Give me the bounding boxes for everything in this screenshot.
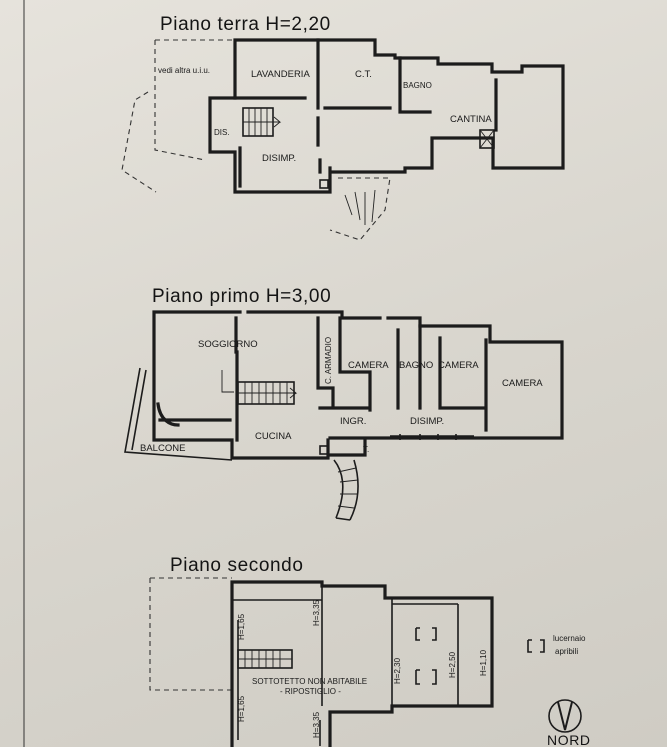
first-camera1-label: CAMERA <box>348 360 389 371</box>
second-floor-title: Piano secondo <box>170 555 304 576</box>
second-height-230: H=2,30 <box>393 657 402 684</box>
second-height-110: H=1,10 <box>479 649 488 676</box>
second-height-335a: H=3,35 <box>312 599 321 626</box>
ground-floor-walls <box>208 38 565 194</box>
first-soggiorno-label: SOGGIORNO <box>198 339 258 350</box>
north-label: NORD <box>547 732 591 747</box>
second-floor-walls <box>230 580 494 747</box>
ground-ct-label: C.T. <box>355 69 372 80</box>
second-height-165a: H=1,65 <box>237 613 246 640</box>
ground-cantina-label: CANTINA <box>450 114 492 125</box>
first-floor-partitions <box>156 316 488 442</box>
ground-dis-label: DIS. <box>214 128 230 137</box>
first-c-armadio-label: C. ARMADIO <box>324 337 333 384</box>
first-camera2-label: CAMERA <box>438 360 479 371</box>
first-bagno-label: BAGNO <box>399 360 433 371</box>
north-arrow: NORD <box>547 699 591 747</box>
first-floor-plan: Piano primo H=3,00 SOGGIORNO C. ARMADIO … <box>124 286 564 521</box>
ground-note-label: vedi altra u.i.u. <box>158 66 210 75</box>
first-corridor-windows <box>390 434 474 440</box>
first-balcone-label: BALCONE <box>140 443 185 454</box>
second-floor-partitions <box>232 586 459 746</box>
first-floor-title: Piano primo H=3,00 <box>152 286 331 307</box>
first-balcony <box>124 367 233 461</box>
ground-bagno-label: BAGNO <box>403 81 432 90</box>
ground-floor-title: Piano terra H=2,20 <box>160 14 331 35</box>
north-arrow-needle <box>557 701 573 731</box>
ground-floor-partitions <box>233 38 498 188</box>
second-skylights <box>415 627 437 685</box>
first-external-spiral-stair <box>333 459 359 521</box>
ground-floor-plan: Piano terra H=2,20 vedi altra u.i.u. LAV… <box>121 14 565 241</box>
first-disimp-label: DISIMP. <box>410 416 444 427</box>
second-sottotetto-label: SOTTOTETTO NON ABITABILE <box>252 677 367 686</box>
skylight-legend: lucernaio apribili <box>527 634 586 656</box>
first-box <box>319 445 329 455</box>
first-cucina-label: CUCINA <box>255 431 292 442</box>
ground-external-stair <box>329 177 391 241</box>
north-arrow-circle <box>548 699 582 733</box>
ground-stairs <box>242 107 282 137</box>
ground-disimp-label: DISIMP. <box>262 153 296 164</box>
first-stairs <box>221 370 298 405</box>
second-dashed-outline <box>149 577 232 691</box>
ground-box <box>319 179 329 189</box>
second-height-335b: H=3,35 <box>312 711 321 738</box>
cantina-fireplace <box>479 129 495 149</box>
adjoining-unit-outline <box>121 39 235 193</box>
second-ripostiglio-label: - RIPOSTIGLIO - <box>280 687 341 696</box>
first-camera3-label: CAMERA <box>502 378 543 389</box>
legend-line2: apribili <box>555 647 578 656</box>
legend-line1: lucernaio <box>553 634 586 643</box>
second-height-250: H=2,50 <box>448 651 457 678</box>
ground-lavanderia-label: LAVANDERIA <box>251 69 310 80</box>
first-floor-walls <box>152 310 564 460</box>
first-ingr-label: INGR. <box>340 416 366 427</box>
legend-skylight-symbol <box>527 639 545 653</box>
second-floor-plan: Piano secondo H=1,65 H=3,35 H=1,65 H=3,3… <box>149 555 494 747</box>
second-stairs <box>237 649 293 669</box>
second-height-165b: H=1,65 <box>237 695 246 722</box>
first-t-label: T. <box>363 445 369 454</box>
